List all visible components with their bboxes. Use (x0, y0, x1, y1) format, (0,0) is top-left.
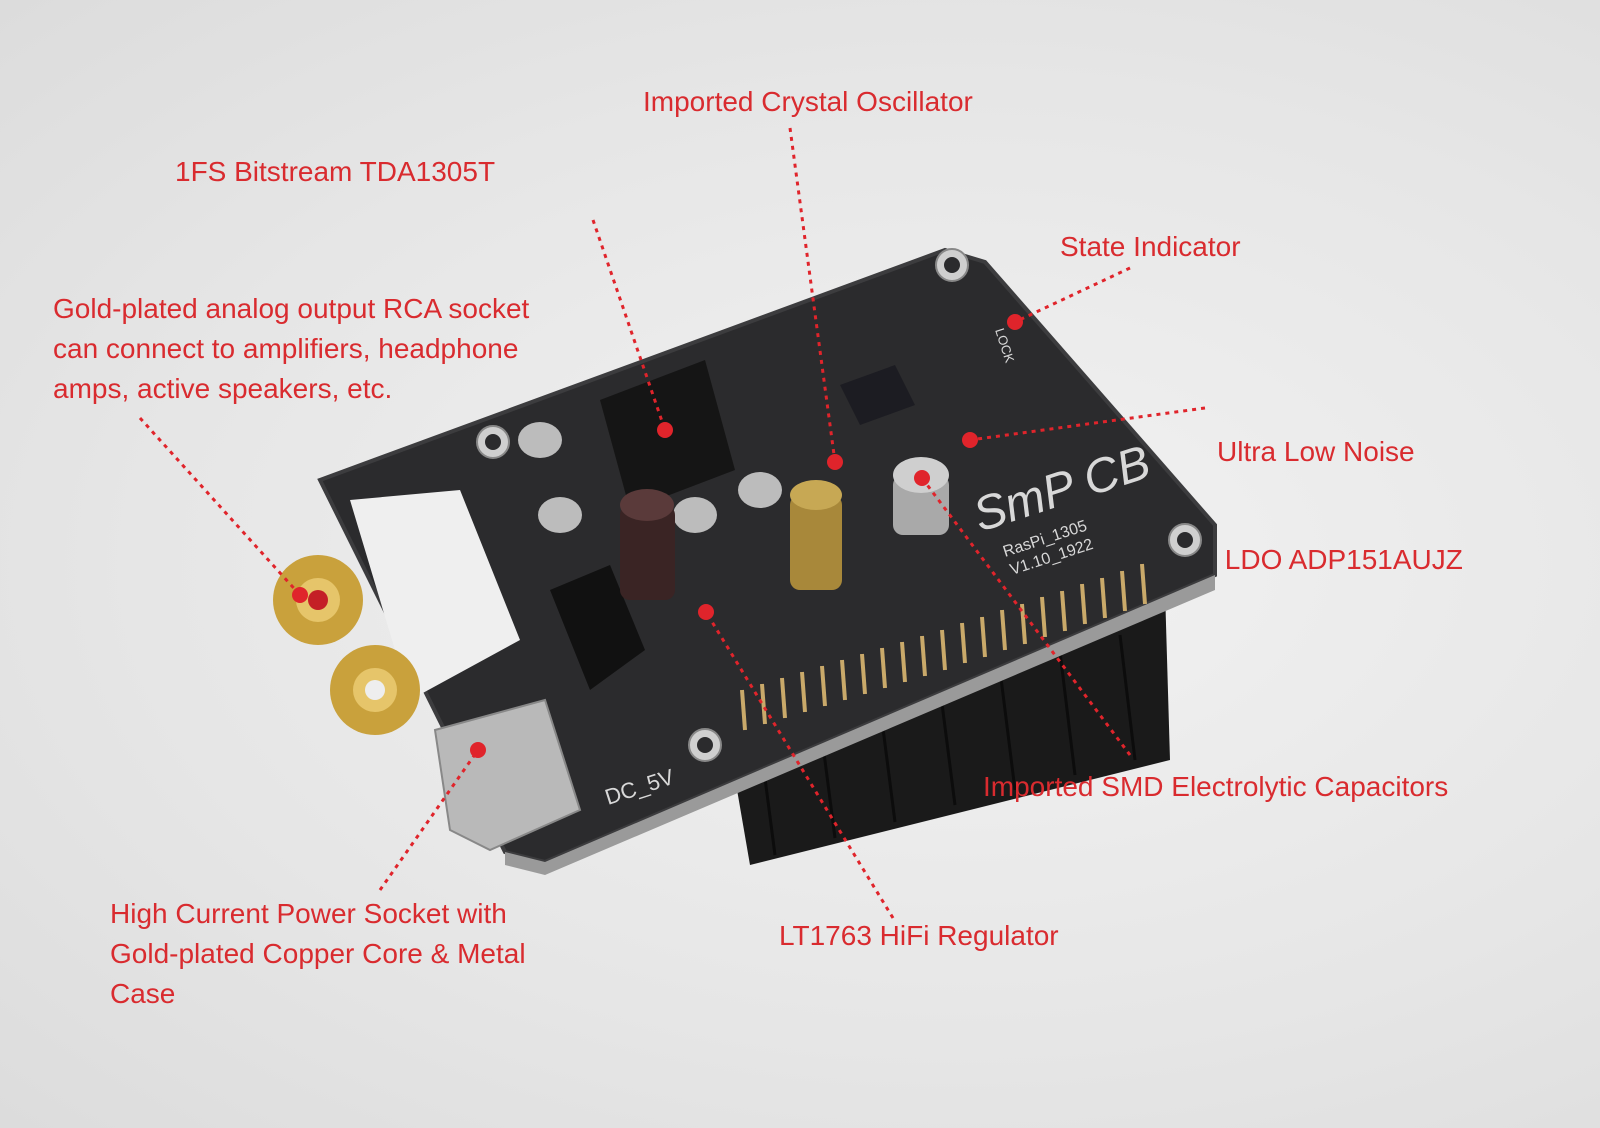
leader-lines (138, 127, 1206, 919)
callout-power: High Current Power Socket with Gold-plat… (110, 894, 526, 1014)
callout-text: Imported SMD Electrolytic Capacitors (983, 771, 1449, 802)
callout-text: can connect to amplifiers, headphone (53, 333, 519, 364)
callout-text: Case (110, 978, 176, 1009)
callout-text: 1FS Bitstream TDA1305T (175, 156, 496, 187)
callout-dots (292, 314, 1023, 758)
callout-text: High Current Power Socket with (110, 898, 507, 929)
callout-caps: Imported SMD Electrolytic Capacitors (983, 767, 1448, 807)
callout-text: Imported Crystal Oscillator (643, 86, 973, 117)
gpio-pins (740, 563, 1147, 731)
receiver-chip (840, 365, 915, 425)
callout-text: LT1763 HiFi Regulator (779, 920, 1059, 951)
callout-dac: 1FS Bitstream TDA1305T (175, 152, 495, 192)
callout-regulator: LT1763 HiFi Regulator (779, 916, 1059, 956)
callout-state: State Indicator (1060, 227, 1241, 267)
callout-rca: Gold-plated analog output RCA socket can… (53, 289, 529, 409)
callout-text: Ultra Low Noise (1217, 436, 1415, 467)
callout-crystal: Imported Crystal Oscillator (643, 82, 973, 122)
power-socket (433, 698, 582, 852)
rca-sockets (273, 490, 520, 735)
callout-text: Gold-plated analog output RCA socket (53, 293, 530, 324)
callout-text: Gold-plated Copper Core & Metal (110, 938, 526, 969)
callout-text: LDO ADP151AUJZ (1217, 544, 1463, 575)
callout-text: amps, active speakers, etc. (53, 373, 393, 404)
callout-ldo: Ultra Low Noise LDO ADP151AUJZ (1217, 362, 1463, 614)
callout-text: State Indicator (1060, 231, 1241, 262)
capacitors (518, 422, 949, 600)
